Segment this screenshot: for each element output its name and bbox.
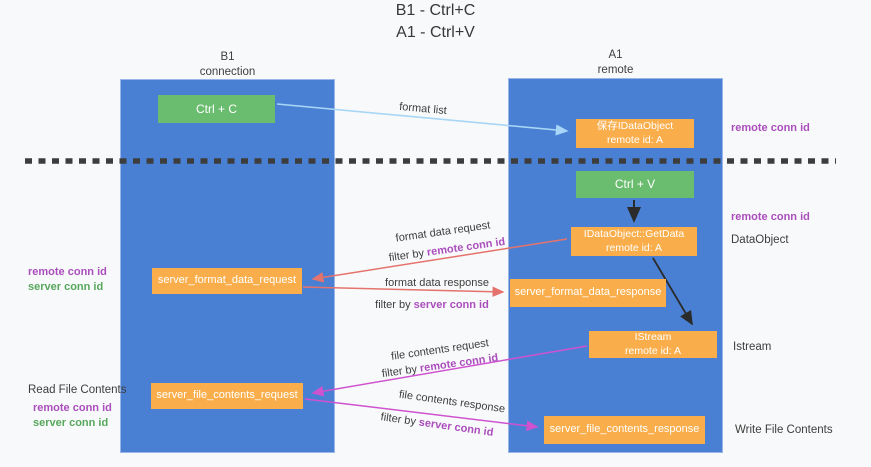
box-server-file-contents-request: server_file_contents_request [151, 383, 303, 409]
box-save-idataobject-line2: remote id: A [606, 133, 664, 146]
box-server-format-data-response: server_format_data_response [510, 279, 666, 307]
box-idataobject-getdata: IDataObject::GetData remote id: A [571, 227, 697, 256]
box-server-format-data-request-label: server_format_data_request [157, 274, 297, 287]
lane-b1-subtitle: connection [199, 65, 256, 78]
label-format-data-response: format data response [385, 277, 489, 289]
box-server-file-contents-response: server_file_contents_response [544, 416, 705, 444]
label-file-contents-response: file contents response [398, 388, 506, 416]
box-istream: IStream remote id: A [589, 331, 717, 358]
filter-by-text: filter by [379, 411, 417, 428]
lane-header-b1: B1 connection [120, 50, 335, 80]
box-save-idataobject-line1: 保存IDataObject [596, 120, 674, 133]
filter-by-text: filter by [381, 363, 418, 381]
diagram-title: B1 - Ctrl+C A1 - Ctrl+V [0, 0, 871, 43]
box-idataobject-getdata-line1: IDataObject::GetData [583, 228, 685, 241]
box-idataobject-getdata-line2: remote id: A [605, 241, 663, 254]
label-format-list: format list [398, 100, 448, 118]
box-save-idataobject: 保存IDataObject remote id: A [576, 119, 694, 148]
label-remote-conn-id-top-right: remote conn id [731, 122, 810, 134]
label-istream: Istream [733, 341, 772, 353]
filter-by-text: filter by [388, 247, 425, 265]
box-server-format-data-response-label: server_format_data_response [514, 286, 662, 299]
box-ctrl-v-label: Ctrl + V [614, 177, 656, 191]
lane-a1-name: A1 [608, 49, 623, 61]
label-remote-conn-id-mid-right: remote conn id [731, 211, 810, 223]
filter-by-text: filter by [375, 299, 411, 311]
box-istream-line2: remote id: A [624, 344, 682, 357]
label-server-conn-id-left-bottom: server conn id [33, 417, 109, 429]
label-read-file-contents: Read File Contents [28, 384, 127, 396]
label-remote-conn-id-left-top: remote conn id [28, 266, 107, 278]
label-dataobject: DataObject [731, 234, 789, 246]
server-conn-id-text: server conn id [413, 299, 489, 311]
box-server-file-contents-request-label: server_file_contents_request [156, 389, 298, 402]
lane-header-a1: A1 remote [508, 48, 723, 78]
label-filter-by-server-2: filter byserver conn id [380, 411, 494, 439]
label-write-file-contents: Write File Contents [735, 424, 833, 436]
remote-conn-id-text: remote conn id [426, 235, 506, 259]
box-istream-line1: IStream [634, 331, 672, 344]
title-line-2: A1 - Ctrl+V [396, 23, 475, 41]
box-server-format-data-request: server_format_data_request [152, 268, 302, 294]
server-conn-id-text: server conn id [417, 416, 495, 439]
lane-a1-subtitle: remote [597, 63, 634, 76]
box-ctrl-c: Ctrl + C [158, 95, 275, 123]
title-line-1: B1 - Ctrl+C [395, 2, 476, 19]
box-ctrl-v: Ctrl + V [576, 171, 694, 198]
label-server-conn-id-left-top: server conn id [28, 281, 104, 293]
box-server-file-contents-response-label: server_file_contents_response [549, 423, 700, 436]
label-remote-conn-id-left-bottom: remote conn id [33, 402, 112, 414]
box-ctrl-c-label: Ctrl + C [195, 101, 237, 116]
lane-b1-name: B1 [220, 51, 235, 63]
